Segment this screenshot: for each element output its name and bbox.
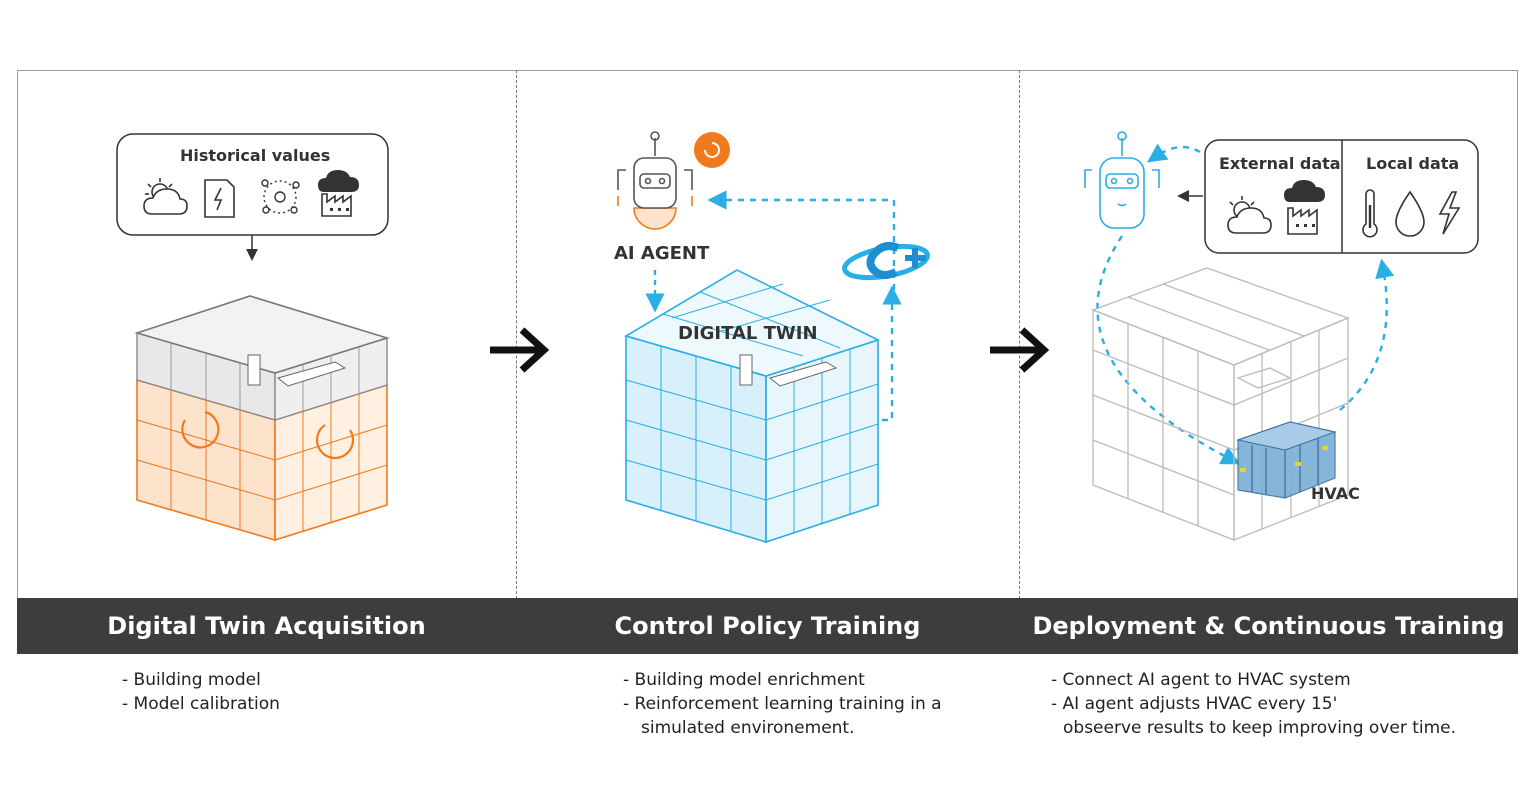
- sun-cloud-icon: [1227, 196, 1272, 234]
- digital-twin-cube: [623, 269, 881, 544]
- data-panel: [1204, 139, 1479, 254]
- sensor-cycle-icon: [261, 179, 300, 214]
- section-divider: [516, 70, 517, 654]
- section-title-deployment: Deployment & Continuous Training: [1032, 612, 1505, 640]
- external-data-label: External data: [1219, 154, 1341, 173]
- list-item: - AI agent adjusts HVAC every 15': [1051, 694, 1338, 714]
- list-item: - Model calibration: [122, 694, 280, 714]
- list-item: - Connect AI agent to HVAC system: [1051, 670, 1351, 690]
- section-title-acquisition: Digital Twin Acquisition: [107, 612, 426, 640]
- section-title-training: Control Policy Training: [614, 612, 921, 640]
- thermometer-icon: [1362, 189, 1378, 238]
- feedback-arrow: [1147, 143, 1201, 163]
- bullet-list-acquisition: - Building model - Model calibration: [122, 668, 280, 716]
- list-item: obseerve results to keep improving over …: [1063, 718, 1457, 738]
- list-item: - Building model enrichment: [623, 670, 865, 690]
- hvac-label: HVAC: [1311, 484, 1360, 503]
- lightning-icon: [1438, 191, 1461, 235]
- list-item: simulated environement.: [641, 718, 855, 738]
- energy-doc-icon: [204, 179, 235, 218]
- section-title-band: [17, 598, 1518, 654]
- energyplus-logo-icon: [842, 242, 930, 281]
- droplet-icon: [1395, 190, 1425, 237]
- building-wireframe: [1091, 267, 1350, 541]
- bullet-list-training: - Building model enrichment - Reinforcem…: [623, 668, 942, 740]
- bullet-list-deployment: - Connect AI agent to HVAC system - AI a…: [1051, 668, 1456, 740]
- list-item: - Building model: [122, 670, 261, 690]
- robot-icon: [1084, 131, 1160, 229]
- building-model-cube: [134, 295, 390, 542]
- local-data-arrow: [1339, 258, 1395, 411]
- refresh-icon: [694, 132, 730, 168]
- feedback-arrow: [707, 190, 896, 290]
- section-divider: [1019, 70, 1020, 654]
- ai-agent-label: AI AGENT: [614, 243, 710, 264]
- control-arrow: [1096, 235, 1241, 465]
- factory-cloud-icon: [1284, 180, 1325, 235]
- sun-cloud-icon: [143, 178, 188, 215]
- arrow-right-icon: [490, 327, 550, 373]
- historical-values-label: Historical values: [180, 146, 331, 165]
- robot-icon: [617, 131, 693, 230]
- local-data-label: Local data: [1366, 154, 1460, 173]
- digital-twin-label: DIGITAL TWIN: [678, 323, 818, 344]
- hvac-unit: [1236, 421, 1337, 499]
- arrow-right-icon: [990, 327, 1050, 373]
- list-item: - Reinforcement learning training in a: [623, 694, 942, 714]
- factory-cloud-icon: [318, 170, 359, 217]
